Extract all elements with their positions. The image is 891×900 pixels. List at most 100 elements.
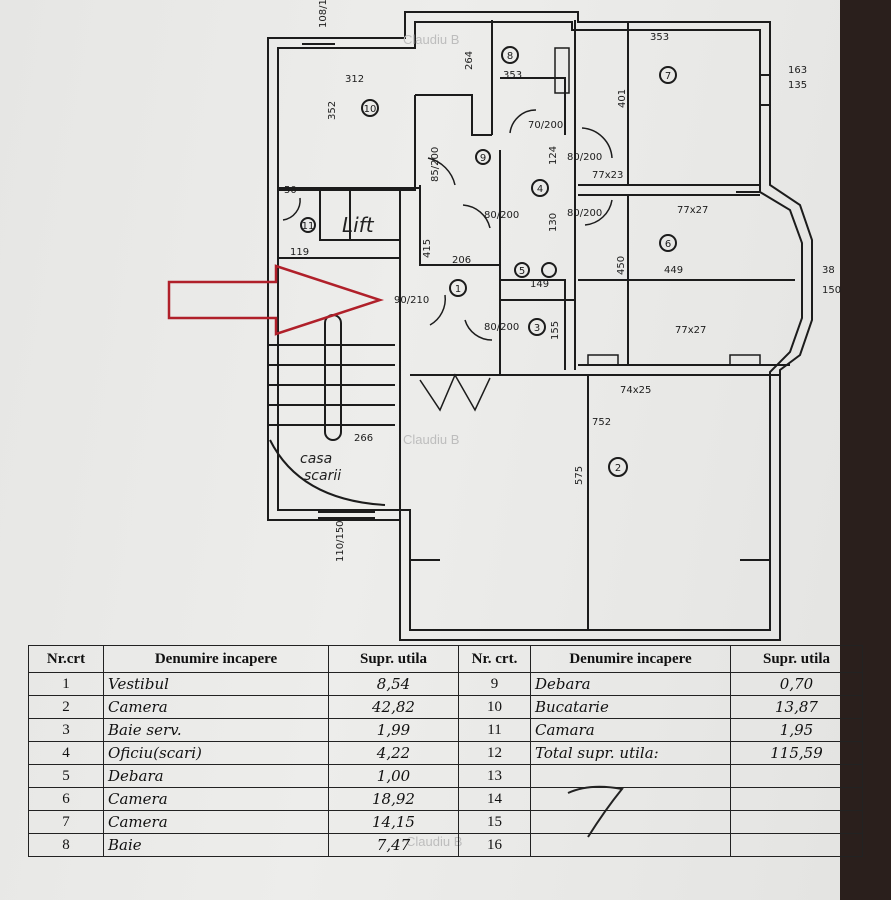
dim-415: 415	[422, 239, 433, 258]
row-number-2: 11	[458, 718, 531, 742]
dim-264: 264	[464, 51, 475, 70]
room-area-2: 13,87	[730, 695, 863, 719]
door-80-200-a: 80/200	[484, 210, 519, 221]
table-header-row: Nr.crt Denumire incapere Supr. utila Nr.…	[28, 645, 863, 673]
dim-206: 206	[452, 255, 471, 266]
dim-163: 163	[788, 65, 807, 76]
room-name: Camera	[103, 810, 329, 834]
dim-352: 352	[327, 101, 338, 120]
room-number-4: 4	[537, 184, 543, 195]
header-area-2: Supr. utila	[730, 645, 863, 673]
row-number: 4	[28, 741, 104, 765]
row-number: 8	[28, 833, 104, 857]
room-area-table: Nr.crt Denumire incapere Supr. utila Nr.…	[28, 645, 863, 857]
dim-449: 449	[664, 265, 683, 276]
room-name: Camera	[103, 695, 329, 719]
inner-wall	[277, 21, 803, 631]
dim-124: 124	[548, 146, 559, 165]
room-area: 14,15	[328, 810, 459, 834]
dim-149: 149	[530, 279, 549, 290]
room-area-2: 115,59	[730, 741, 863, 765]
dim-77x23: 77x23	[592, 170, 623, 181]
floor-plan: 10 8 7 4 9 6 1 2 3 5 11 Lift casa scarii…	[167, 0, 841, 641]
room-area-2	[730, 833, 863, 857]
lift-label: Lift	[342, 213, 375, 237]
room-number-2: 2	[615, 463, 621, 474]
door-70-200: 70/200	[528, 120, 563, 131]
room-name: Oficiu(scari)	[103, 741, 329, 765]
dim-77x27-top: 77x27	[677, 205, 708, 216]
stair-label-line2: scarii	[304, 468, 341, 484]
header-room-name: Denumire incapere	[103, 645, 329, 673]
door-80-200-b: 80/200	[484, 322, 519, 333]
red-arrow-icon	[167, 264, 385, 336]
header-nr-crt: Nr.crt	[28, 645, 104, 673]
room-name-2: Bucatarie	[530, 695, 731, 719]
room-name-2: Debara	[530, 672, 731, 696]
dim-50: 50	[284, 185, 297, 196]
room-area-2	[730, 787, 863, 811]
row-number-2: 10	[458, 695, 531, 719]
window-108-135: 108/135	[318, 0, 329, 28]
room-number-10: 10	[364, 104, 377, 115]
dim-130: 130	[548, 213, 559, 232]
dim-752: 752	[592, 417, 611, 428]
room-area: 1,99	[328, 718, 459, 742]
row-number: 1	[28, 672, 104, 696]
row-number: 5	[28, 764, 104, 788]
row-number: 2	[28, 695, 104, 719]
door-80-200-c: 80/200	[567, 208, 602, 219]
room-number-11: 11	[302, 221, 315, 232]
header-room-name-2: Denumire incapere	[530, 645, 731, 673]
watermark-top: Claudiu B	[403, 32, 460, 47]
dim-135: 135	[788, 80, 807, 91]
row-number: 3	[28, 718, 104, 742]
row-number-2: 12	[458, 741, 531, 765]
door-80-200-d: 80/200	[567, 152, 602, 163]
watermark-middle: Claudiu B	[403, 432, 460, 447]
room-area-2: 0,70	[730, 672, 863, 696]
room-number-8: 8	[507, 51, 513, 62]
row-number-2: 9	[458, 672, 531, 696]
dim-312: 312	[345, 74, 364, 85]
dim-575: 575	[574, 466, 585, 485]
dim-150: 150	[822, 285, 841, 296]
room-name-2: Camara	[530, 718, 731, 742]
room-name: Camera	[103, 787, 329, 811]
room-area: 4,22	[328, 741, 459, 765]
dim-74x25: 74x25	[620, 385, 651, 396]
room-area: 1,00	[328, 764, 459, 788]
door-85-200: 85/200	[430, 147, 441, 182]
row-number-2: 16	[458, 833, 531, 857]
handwritten-mark	[567, 785, 624, 838]
dim-353: 353	[650, 32, 669, 43]
room-area: 42,82	[328, 695, 459, 719]
row-number-2: 14	[458, 787, 531, 811]
row-number-2: 15	[458, 810, 531, 834]
dim-266: 266	[354, 433, 373, 444]
dim-38: 38	[822, 265, 835, 276]
room-area: 7,47	[328, 833, 459, 857]
header-area: Supr. utila	[328, 645, 459, 673]
room-number-3: 3	[534, 323, 540, 334]
window-110-150: 110/150	[335, 520, 346, 562]
room-name: Baie	[103, 833, 329, 857]
room-name: Baie serv.	[103, 718, 329, 742]
room-name: Vestibul	[103, 672, 329, 696]
room-number-1: 1	[455, 284, 461, 295]
room-area-2	[730, 810, 863, 834]
room-name-2: Total supr. utila:	[530, 741, 731, 765]
room-area-2: 1,95	[730, 718, 863, 742]
dim-77x27-bottom: 77x27	[675, 325, 706, 336]
room-area: 8,54	[328, 672, 459, 696]
dim-353-top: 353	[503, 70, 522, 81]
door-90-210: 90/210	[394, 295, 429, 306]
row-number: 6	[28, 787, 104, 811]
